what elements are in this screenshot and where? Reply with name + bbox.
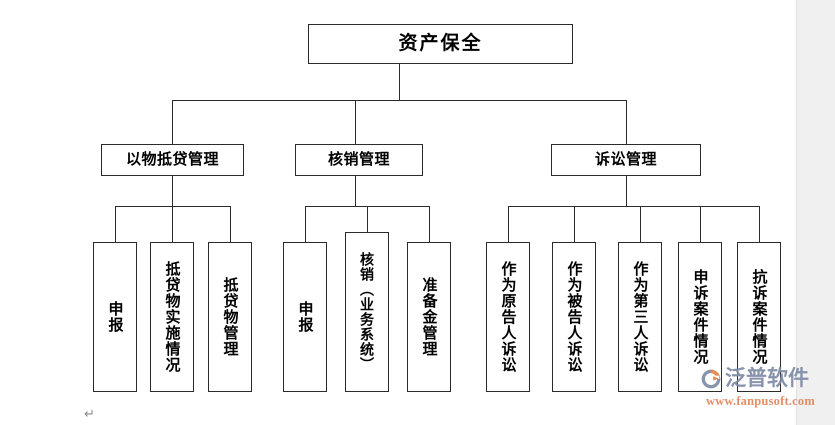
connector-drop-mortgage-2 — [172, 206, 174, 243]
connector-drop-branch-1 — [172, 100, 174, 144]
node-leaf-mortgage-asset-management-label: 抵贷物管理 — [221, 277, 239, 357]
node-leaf-mortgage-execution-status[interactable]: 抵贷物实施情况 — [150, 242, 194, 392]
node-root-label: 资产保全 — [398, 33, 483, 55]
node-leaf-litigation-protest-cases-label: 抗诉案件情况 — [750, 269, 768, 365]
node-leaf-writeoff-business-system-label: 核销（业务系统） — [359, 252, 375, 372]
node-branch-writeoff[interactable]: 核销管理 — [295, 144, 423, 176]
org-chart-canvas: 资产保全 以物抵贷管理 核销管理 诉讼管理 申报 抵贷物实施情况 — [93, 24, 781, 392]
node-leaf-litigation-third-party[interactable]: 作为第三人诉讼 — [618, 242, 662, 392]
connector-stem-mortgage — [172, 176, 174, 206]
node-leaf-mortgage-asset-management[interactable]: 抵贷物管理 — [208, 242, 252, 392]
node-leaf-litigation-protest-cases[interactable]: 抗诉案件情况 — [737, 242, 781, 392]
node-leaf-mortgage-application-label: 申报 — [106, 301, 124, 333]
connector-stem-writeoff — [355, 176, 357, 206]
connector-drop-writeoff-1 — [305, 206, 307, 243]
node-leaf-writeoff-reserve-management-label: 准备金管理 — [420, 277, 438, 357]
node-branch-litigation-label: 诉讼管理 — [594, 151, 657, 169]
node-leaf-writeoff-application-label: 申报 — [296, 301, 314, 333]
connector-drop-branch-2 — [355, 100, 357, 144]
node-leaf-litigation-plaintiff[interactable]: 作为原告人诉讼 — [486, 242, 530, 392]
node-leaf-writeoff-reserve-management[interactable]: 准备金管理 — [407, 242, 451, 392]
node-leaf-litigation-appeal-cases[interactable]: 申诉案件情况 — [678, 242, 722, 392]
node-leaf-mortgage-application[interactable]: 申报 — [93, 242, 137, 392]
connector-drop-litigation-4 — [700, 206, 702, 243]
connector-drop-writeoff-2 — [367, 206, 369, 243]
connector-drop-litigation-2 — [574, 206, 576, 243]
node-leaf-litigation-plaintiff-label: 作为原告人诉讼 — [499, 261, 517, 373]
connector-drop-mortgage-1 — [115, 206, 117, 243]
connector-drop-writeoff-3 — [429, 206, 431, 243]
paragraph-mark-icon: ↵ — [84, 406, 95, 421]
page-margin-strip — [796, 0, 835, 425]
node-branch-litigation[interactable]: 诉讼管理 — [551, 144, 701, 176]
connector-drop-litigation-1 — [508, 206, 510, 243]
node-leaf-writeoff-application[interactable]: 申报 — [283, 242, 327, 392]
connector-drop-litigation-5 — [759, 206, 761, 243]
node-leaf-mortgage-execution-status-label: 抵贷物实施情况 — [163, 261, 181, 373]
node-branch-mortgage-label: 以物抵贷管理 — [125, 151, 219, 169]
connector-drop-branch-3 — [626, 100, 628, 144]
node-root[interactable]: 资产保全 — [308, 24, 573, 64]
connector-stem-litigation — [626, 176, 628, 206]
node-leaf-litigation-defendant-label: 作为被告人诉讼 — [565, 261, 583, 373]
connector-bus-litigation — [508, 206, 759, 208]
connector-drop-mortgage-3 — [230, 206, 232, 243]
connector-drop-litigation-3 — [640, 206, 642, 243]
node-leaf-litigation-third-party-label: 作为第三人诉讼 — [631, 261, 649, 373]
node-branch-writeoff-label: 核销管理 — [327, 151, 390, 169]
node-branch-mortgage[interactable]: 以物抵贷管理 — [101, 144, 244, 176]
node-leaf-litigation-defendant[interactable]: 作为被告人诉讼 — [552, 242, 596, 392]
connector-level2-bus — [172, 100, 627, 102]
connector-root-stem — [399, 64, 401, 101]
node-leaf-writeoff-business-system[interactable]: 核销（业务系统） — [345, 232, 389, 392]
node-leaf-litigation-appeal-cases-label: 申诉案件情况 — [691, 269, 709, 365]
